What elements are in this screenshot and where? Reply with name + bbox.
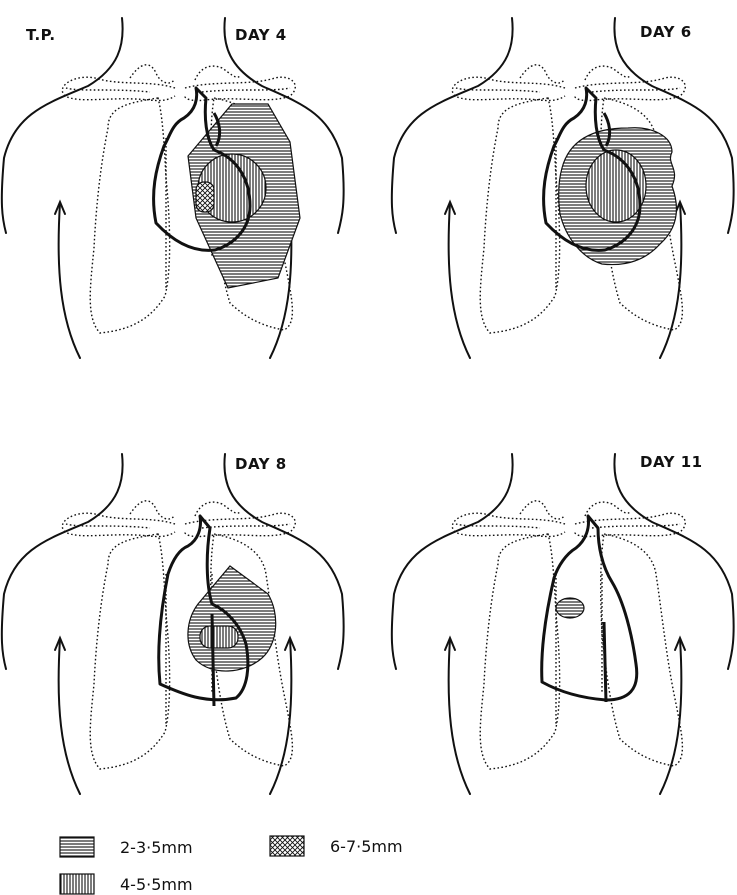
region-4-5.5mm — [200, 626, 238, 648]
panel-title-day-8: DAY 8 — [235, 455, 287, 473]
legend-label-6-7.5mm: 6-7·5mm — [330, 837, 403, 856]
panel-title-day-11: DAY 11 — [640, 453, 703, 471]
legend-swatch-cross-hatch — [270, 836, 304, 856]
panel-day-11 — [392, 454, 734, 794]
patient-label: T.P. — [26, 26, 56, 44]
panel-day-6 — [392, 18, 734, 358]
panel-title-day-4: DAY 4 — [235, 26, 287, 44]
legend: 2-3·5mm 6-7·5mm 4-5·5mm — [60, 836, 403, 894]
region-6-7.5mm — [196, 182, 214, 212]
legend-label-2-3.5mm: 2-3·5mm — [120, 838, 193, 857]
legend-swatch-vertical-hatch — [60, 874, 94, 894]
legend-label-4-5.5mm: 4-5·5mm — [120, 875, 193, 894]
region-2-3.5mm — [556, 598, 584, 618]
panel-title-day-6: DAY 6 — [640, 23, 692, 41]
panel-day-8 — [2, 454, 344, 794]
legend-swatch-horizontal-hatch — [60, 837, 94, 857]
panel-day-4 — [2, 18, 344, 358]
